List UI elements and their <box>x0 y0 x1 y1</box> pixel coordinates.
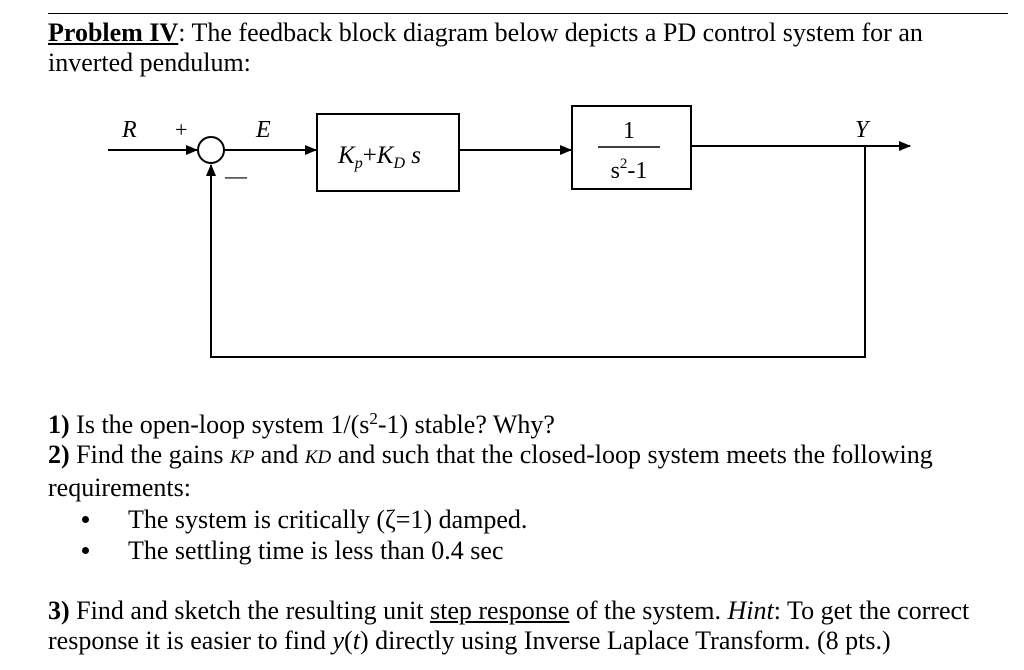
requirement-1: The system is critically (ζ=1) damped. <box>128 505 528 534</box>
y-symbol: y <box>332 626 345 655</box>
question-3-number: 3) <box>48 596 70 625</box>
question-1-number: 1) <box>48 410 70 439</box>
top-rule <box>48 13 1008 14</box>
question-2: 2) Find the gains KP and KD and such tha… <box>48 440 988 503</box>
question-2-text-b: and <box>254 440 305 469</box>
signal-e-label: E <box>255 117 271 143</box>
step-response-term: step response <box>430 596 570 625</box>
feedback-path <box>206 146 866 358</box>
question-2-text-a: Find the gains <box>69 440 231 469</box>
problem-statement: Problem IV: The feedback block diagram b… <box>48 18 988 78</box>
question-2-text-c: and such that the closed-loop system mee… <box>48 440 933 502</box>
hint-label: Hint <box>727 596 774 625</box>
signal-r-label: R <box>121 117 137 143</box>
problem-heading: Problem IV <box>48 18 179 47</box>
question-1-text-a: Is the open-loop system 1/(s <box>69 410 370 439</box>
requirements-list: The system is critically (ζ=1) damped. T… <box>82 504 527 566</box>
question-2-number: 2) <box>48 440 70 469</box>
bullet-icon <box>82 547 89 554</box>
controller-block <box>316 113 460 192</box>
list-item: The settling time is less than 0.4 sec <box>82 535 527 566</box>
kp-symbol: KP <box>230 447 255 468</box>
question-3-text-d: directly using Inverse Laplace Transform… <box>368 626 891 655</box>
bullet-icon <box>82 516 89 523</box>
paren-open: ( <box>344 626 353 655</box>
question-3-text-b: of the system. <box>569 596 728 625</box>
question-1-superscript: 2 <box>369 409 378 428</box>
minus-sign: — <box>224 163 248 188</box>
list-item: The system is critically (ζ=1) damped. <box>82 504 527 535</box>
question-3-text-c: : To get the correct response it is easi… <box>48 596 970 655</box>
plant-denominator: s2-1 <box>611 156 648 184</box>
plus-sign: + <box>175 117 187 142</box>
question-1: 1) Is the open-loop system 1/(s2-1) stab… <box>48 410 555 440</box>
signal-y-label: Y <box>855 117 871 143</box>
requirement-2: The settling time is less than 0.4 sec <box>128 536 504 565</box>
controller-label: Kp+KD s <box>337 142 421 172</box>
question-3-text-a: Find and sketch the resulting unit <box>69 596 431 625</box>
question-1-text-b: -1) stable? Why? <box>377 410 555 439</box>
plant-numerator: 1 <box>623 118 635 144</box>
kd-symbol: KD <box>304 447 332 468</box>
t-symbol: t <box>352 626 360 655</box>
summing-junction <box>197 136 225 164</box>
paren-close: ) <box>359 626 369 655</box>
question-3: 3) Find and sketch the resulting unit st… <box>48 596 1008 656</box>
problem-intro: : The feedback block diagram below depic… <box>48 18 923 77</box>
feedback-block-diagram: R + — E Y Kp+KD s 1 s2-1 <box>108 105 911 358</box>
